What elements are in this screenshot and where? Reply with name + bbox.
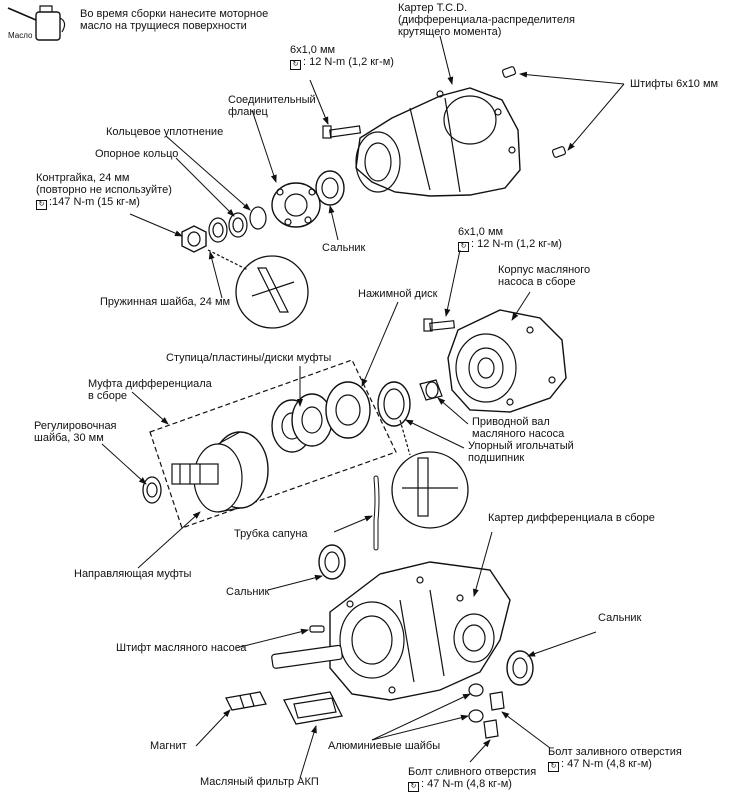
pump-shaft-label: Приводной вал масляного насоса (472, 416, 564, 440)
diff-clutch-line-1: Муфта дифференциала (88, 378, 212, 390)
adjust-washer-line-2: шайба, 30 мм (34, 432, 104, 444)
tcd-case-drawing (355, 87, 521, 197)
torque-wrench-icon: ↻ (36, 200, 47, 210)
locknut-line-2: (повторно не используйте) (36, 184, 172, 196)
top-seal-drawing (315, 170, 345, 206)
oil-note-line-1: Во время сборки нанесите моторное (80, 8, 269, 20)
tcd-case-label: Картер T.C.D. (дифференциала-распределит… (398, 2, 575, 38)
spring-washer-label: Пружинная шайба, 24 мм (100, 296, 231, 308)
locknut-torque: :147 N-m (15 кг-м) (49, 196, 140, 208)
locknut-line-1: Контргайка, 24 мм (36, 172, 130, 184)
bearing-zoom (391, 419, 469, 529)
oil-pump-case-line-1: Корпус масляного (498, 264, 591, 276)
oil-pump-case-drawing (447, 309, 567, 413)
hub-plates-label: Ступица/пластины/диски муфты (166, 352, 332, 364)
torque-wrench-icon: ↻ (458, 242, 469, 252)
diff-case-label: Картер дифференциала в сборе (488, 512, 655, 524)
drain-fill-parts (468, 683, 505, 739)
fill-bolt-label: Болт заливного отверстия ↻: 47 N-m (4,8 … (548, 746, 682, 772)
left-seal-drawing (318, 544, 346, 580)
leader-lines (101, 35, 625, 779)
pressure-disc-label: Нажимной диск (358, 288, 438, 300)
magnet-label: Магнит (150, 740, 187, 752)
flange-line-1: Соединительный (228, 94, 316, 106)
diff-clutch-line-2: в сборе (88, 390, 128, 402)
pump-shaft-drawing (419, 379, 443, 401)
locknut-drawing (181, 225, 207, 253)
o-ring-label: Кольцевое уплотнение (106, 126, 224, 138)
flange-label: Соединительный фланец (228, 94, 316, 118)
diff-case-drawing (271, 561, 511, 701)
drain-bolt-torque: : 47 N-m (4,8 кг-м) (421, 778, 512, 790)
middle-bolt-torque: : 12 N-m (1,2 кг-м) (471, 238, 562, 250)
locknut-label: Контргайка, 24 мм (повторно не используй… (36, 172, 172, 210)
atf-filter-drawing (283, 691, 343, 725)
guide-clutch-label: Направляющая муфты (74, 568, 192, 580)
left-seal-label: Сальник (226, 586, 270, 598)
spring-washer-zoom (207, 249, 309, 329)
drain-bolt-title: Болт сливного отверстия (408, 766, 537, 778)
magnet-drawing (225, 691, 267, 711)
diff-clutch-label: Муфта дифференциала в сборе (88, 378, 212, 402)
oil-can-label: Масло (8, 31, 33, 40)
flange-line-2: фланец (228, 106, 268, 118)
flange-drawing (271, 182, 321, 228)
pump-shaft-line-2: масляного насоса (472, 428, 565, 440)
pin-drawings (501, 66, 567, 158)
middle-bolt-size: 6x1,0 мм (458, 226, 504, 238)
pump-shaft-line-1: Приводной вал (472, 416, 550, 428)
breather-label: Трубка сапуна (234, 528, 308, 540)
oil-pump-case-line-2: насоса в сборе (498, 276, 576, 288)
tcd-case-line-3: крутящего момента) (398, 26, 502, 38)
oil-pump-case-label: Корпус масляного насоса в сборе (498, 264, 590, 288)
top-bolt-label: 6x1,0 мм ↻: 12 N-m (1,2 кг-м) (290, 44, 394, 70)
middle-bolt-drawing (423, 318, 456, 332)
pins-label: Штифты 6x10 мм (630, 78, 719, 90)
rings-drawing (208, 206, 267, 243)
adjust-washer-drawing (142, 476, 162, 504)
clutch-group-frame (149, 359, 397, 529)
adjust-washer-line-1: Регулировочная (34, 420, 117, 432)
torque-wrench-icon: ↻ (408, 782, 419, 792)
needle-bearing-line-1: Упорный игольчатый (468, 440, 574, 452)
drain-bolt-label: Болт сливного отверстия ↻: 47 N-m (4,8 к… (408, 766, 536, 792)
torque-wrench-icon: ↻ (548, 762, 559, 772)
top-bolt-size: 6x1,0 мм (290, 44, 336, 56)
tcd-case-line-1: Картер T.C.D. (398, 2, 468, 14)
clutch-plates-drawing (271, 381, 371, 453)
right-seal-drawing (506, 650, 534, 686)
oil-note: Во время сборки нанесите моторное масло … (80, 8, 268, 32)
fill-bolt-title: Болт заливного отверстия (548, 746, 682, 758)
pump-pin-label: Штифт масляного насоса (116, 642, 247, 654)
top-bolt-torque: : 12 N-m (1,2 кг-м) (303, 56, 394, 68)
needle-bearing-label: Упорный игольчатый подшипник (468, 440, 574, 464)
alu-washers-label: Алюминиевые шайбы (328, 740, 441, 752)
middle-bolt-label: 6x1,0 мм ↻: 12 N-m (1,2 кг-м) (458, 226, 562, 252)
oil-note-line-2: масло на трущиеся поверхности (80, 20, 247, 32)
fill-bolt-torque: : 47 N-m (4,8 кг-м) (561, 758, 652, 770)
adjust-washer-label: Регулировочная шайба, 30 мм (34, 420, 117, 444)
thrust-bearing-drawing (377, 381, 411, 427)
atf-filter-label: Масляный фильтр АКП (200, 776, 319, 788)
pump-pin-drawing (309, 625, 325, 633)
right-seal-label: Сальник (598, 612, 642, 624)
torque-wrench-icon: ↻ (290, 60, 301, 70)
top-bolt-drawing (322, 125, 362, 139)
oil-can-icon (7, 5, 66, 41)
clutch-drum-drawing (171, 431, 269, 513)
support-ring-label: Опорное кольцо (95, 148, 179, 160)
tcd-case-line-2: (дифференциала-распределителя (398, 14, 575, 26)
top-seal-label: Сальник (322, 242, 366, 254)
needle-bearing-line-2: подшипник (468, 452, 525, 464)
